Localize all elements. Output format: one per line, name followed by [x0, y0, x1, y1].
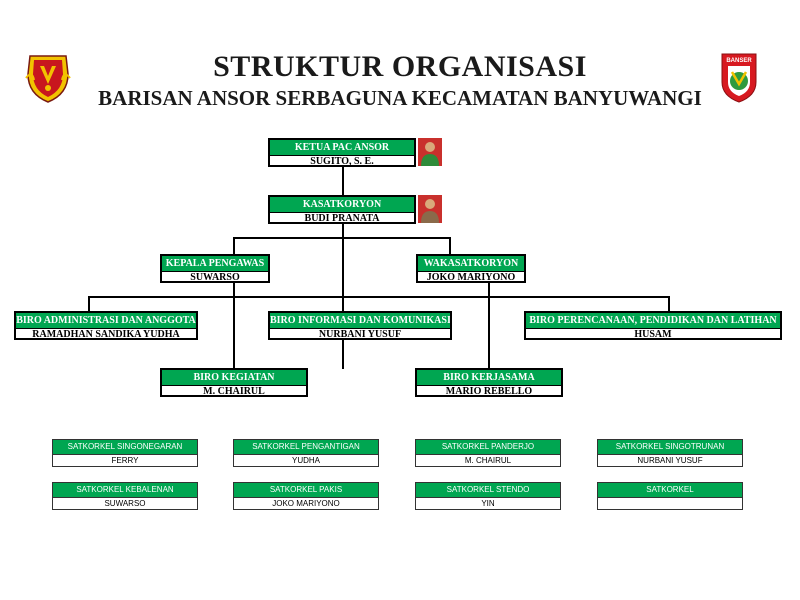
biro-infokom-title: BIRO INFORMASI DAN KOMUNIKASI — [270, 313, 450, 329]
biro-infokom-name: NURBANI YUSUF — [318, 329, 402, 340]
connector-line — [233, 237, 451, 239]
connector-line — [668, 296, 670, 312]
satkorkel-title: SATKORKEL PENGANTIGAN — [234, 440, 378, 455]
kepala-pengawas-box: KEPALA PENGAWAS SUWARSO — [160, 254, 270, 283]
ketua-title: KETUA PAC ANSOR — [270, 140, 414, 156]
satkorkel-box: SATKORKEL SINGOTRUNAN NURBANI YUSUF — [597, 439, 743, 467]
kasatkoryon-box: KASATKORYON BUDI PRANATA — [268, 195, 416, 224]
ketua-photo — [418, 138, 442, 166]
satkorkel-box: SATKORKEL STENDO YIN — [415, 482, 561, 510]
connector-line — [233, 237, 235, 254]
satkorkel-title: SATKORKEL KEBALENAN — [53, 483, 197, 498]
connector-line — [88, 296, 670, 298]
kepala-pengawas-name: SUWARSO — [190, 272, 240, 283]
page-subtitle: BARISAN ANSOR SERBAGUNA KECAMATAN BANYUW… — [98, 86, 702, 110]
biro-perencanaan-title: BIRO PERENCANAAN, PENDIDIKAN DAN LATIHAN — [526, 313, 780, 329]
banser-logo-text: BANSER — [726, 58, 752, 64]
satkorkel-name: SUWARSO — [104, 499, 146, 508]
biro-kerjasama-name: MARIO REBELLO — [445, 386, 533, 397]
satkorkel-box: SATKORKEL KEBALENAN SUWARSO — [52, 482, 198, 510]
biro-kegiatan-title: BIRO KEGIATAN — [162, 370, 306, 386]
satkorkel-box: SATKORKEL SINGONEGARAN FERRY — [52, 439, 198, 467]
satkorkel-name: FERRY — [111, 456, 139, 465]
page-title: STRUKTUR ORGANISASI — [213, 50, 587, 83]
biro-kegiatan-name: M. CHAIRUL — [203, 386, 265, 397]
wakasatkoryon-title: WAKASATKORYON — [418, 256, 524, 272]
satkorkel-title: SATKORKEL — [598, 483, 742, 498]
biro-infokom-box: BIRO INFORMASI DAN KOMUNIKASI NURBANI YU… — [268, 311, 452, 340]
connector-line — [449, 237, 451, 254]
biro-admin-box: BIRO ADMINISTRASI DAN ANGGOTA RAMADHAN S… — [14, 311, 198, 340]
biro-perencanaan-box: BIRO PERENCANAAN, PENDIDIKAN DAN LATIHAN… — [524, 311, 782, 340]
biro-kegiatan-box: BIRO KEGIATAN M. CHAIRUL — [160, 368, 308, 397]
connector-line — [342, 165, 344, 195]
satkorkel-title: SATKORKEL SINGOTRUNAN — [598, 440, 742, 455]
biro-admin-title: BIRO ADMINISTRASI DAN ANGGOTA — [16, 313, 196, 329]
ketua-name: SUGITO, S. E. — [310, 156, 374, 167]
biro-perencanaan-name: HUSAM — [634, 329, 672, 340]
banser-logo: BANSER — [720, 52, 758, 104]
satkorkel-box: SATKORKEL PANDERJO M. CHAIRUL — [415, 439, 561, 467]
biro-admin-name: RAMADHAN SANDIKA YUDHA — [32, 329, 180, 340]
connector-line — [488, 282, 490, 369]
biro-kerjasama-box: BIRO KERJASAMA MARIO REBELLO — [415, 368, 563, 397]
satkorkel-name: YIN — [481, 499, 495, 508]
satkorkel-title: SATKORKEL PANDERJO — [416, 440, 560, 455]
kepala-pengawas-title: KEPALA PENGAWAS — [162, 256, 268, 272]
satkorkel-box: SATKORKEL — [597, 482, 743, 510]
kasatkoryon-name: BUDI PRANATA — [304, 213, 380, 224]
connector-line — [233, 282, 235, 369]
satkorkel-title: SATKORKEL STENDO — [416, 483, 560, 498]
satkorkel-name: NURBANI YUSUF — [637, 456, 703, 465]
satkorkel-name: JOKO MARIYONO — [272, 499, 340, 508]
satkorkel-name: M. CHAIRUL — [464, 456, 512, 465]
kasatkoryon-title: KASATKORYON — [270, 197, 414, 213]
pramuka-logo — [24, 50, 72, 104]
satkorkel-title: SATKORKEL SINGONEGARAN — [53, 440, 197, 455]
kasatkoryon-photo — [418, 195, 442, 223]
connector-line — [88, 296, 90, 312]
ketua-box: KETUA PAC ANSOR SUGITO, S. E. — [268, 138, 416, 167]
satkorkel-title: SATKORKEL PAKIS — [234, 483, 378, 498]
satkorkel-box: SATKORKEL PAKIS JOKO MARIYONO — [233, 482, 379, 510]
biro-kerjasama-title: BIRO KERJASAMA — [417, 370, 561, 386]
wakasatkoryon-name: JOKO MARIYONO — [426, 272, 516, 283]
satkorkel-name: YUDHA — [291, 456, 320, 465]
wakasatkoryon-box: WAKASATKORYON JOKO MARIYONO — [416, 254, 526, 283]
satkorkel-box: SATKORKEL PENGANTIGAN YUDHA — [233, 439, 379, 467]
